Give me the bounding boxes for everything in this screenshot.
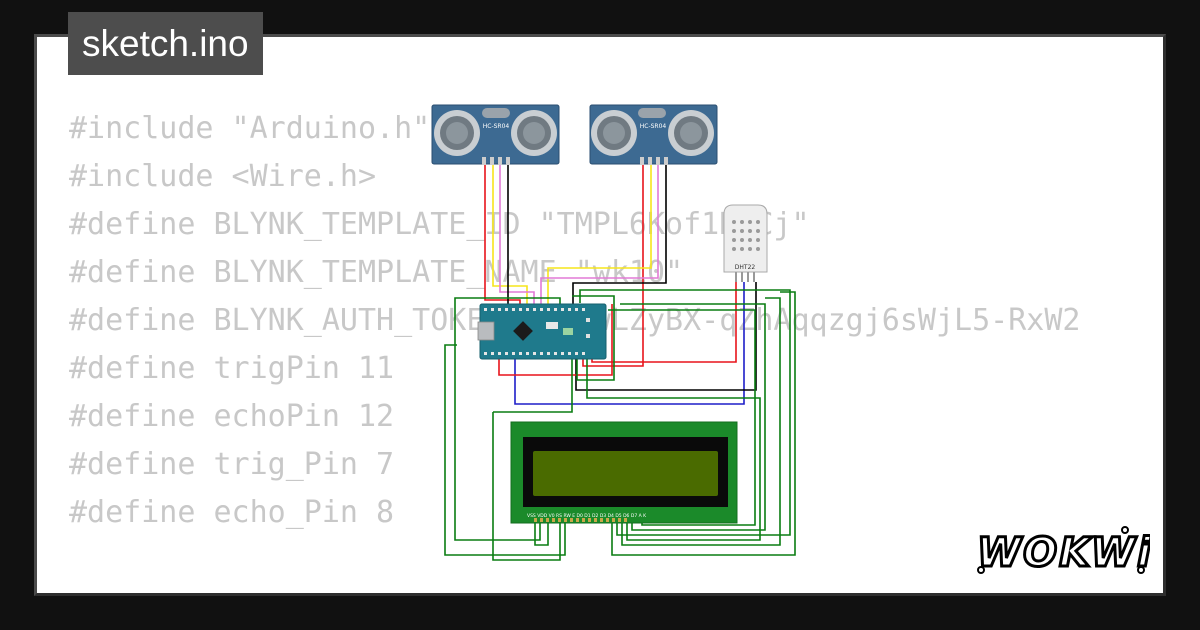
file-tab[interactable]: sketch.ino — [68, 12, 263, 75]
sensor-label: HC-SR04 — [483, 123, 510, 130]
code-line: #include <SPI.h> — [69, 585, 1080, 593]
wokwi-logo-text: WOKWi — [977, 530, 1150, 576]
code-line: #define trigPin 11 — [69, 351, 395, 386]
ultrasonic-sensor-right[interactable]: HC-SR04 — [589, 104, 718, 165]
dht-label: DHT22 — [735, 264, 756, 271]
lcd-display[interactable]: VSS VDD V0 RS RW E D0 D1 D2 D3 D4 D5 D6 … — [510, 421, 738, 524]
sensor-label: HC-SR04 — [640, 123, 667, 130]
wokwi-logo: WOKWi — [976, 526, 1150, 576]
code-line: #include <Wire.h> — [69, 159, 377, 194]
lcd-pin-labels: VSS VDD V0 RS RW E D0 D1 D2 D3 D4 D5 D6 … — [527, 513, 647, 519]
code-line: #define echo_Pin 8 — [69, 495, 395, 530]
code-line: #define trig_Pin 7 — [69, 447, 395, 482]
code-line: #define echoPin 12 — [69, 399, 395, 434]
arduino-nano-board[interactable] — [477, 303, 607, 360]
dht22-sensor[interactable]: DHT22 — [723, 204, 768, 282]
code-line: #include "Arduino.h" — [69, 111, 431, 146]
ultrasonic-sensor-left[interactable]: HC-SR04 — [431, 104, 560, 165]
